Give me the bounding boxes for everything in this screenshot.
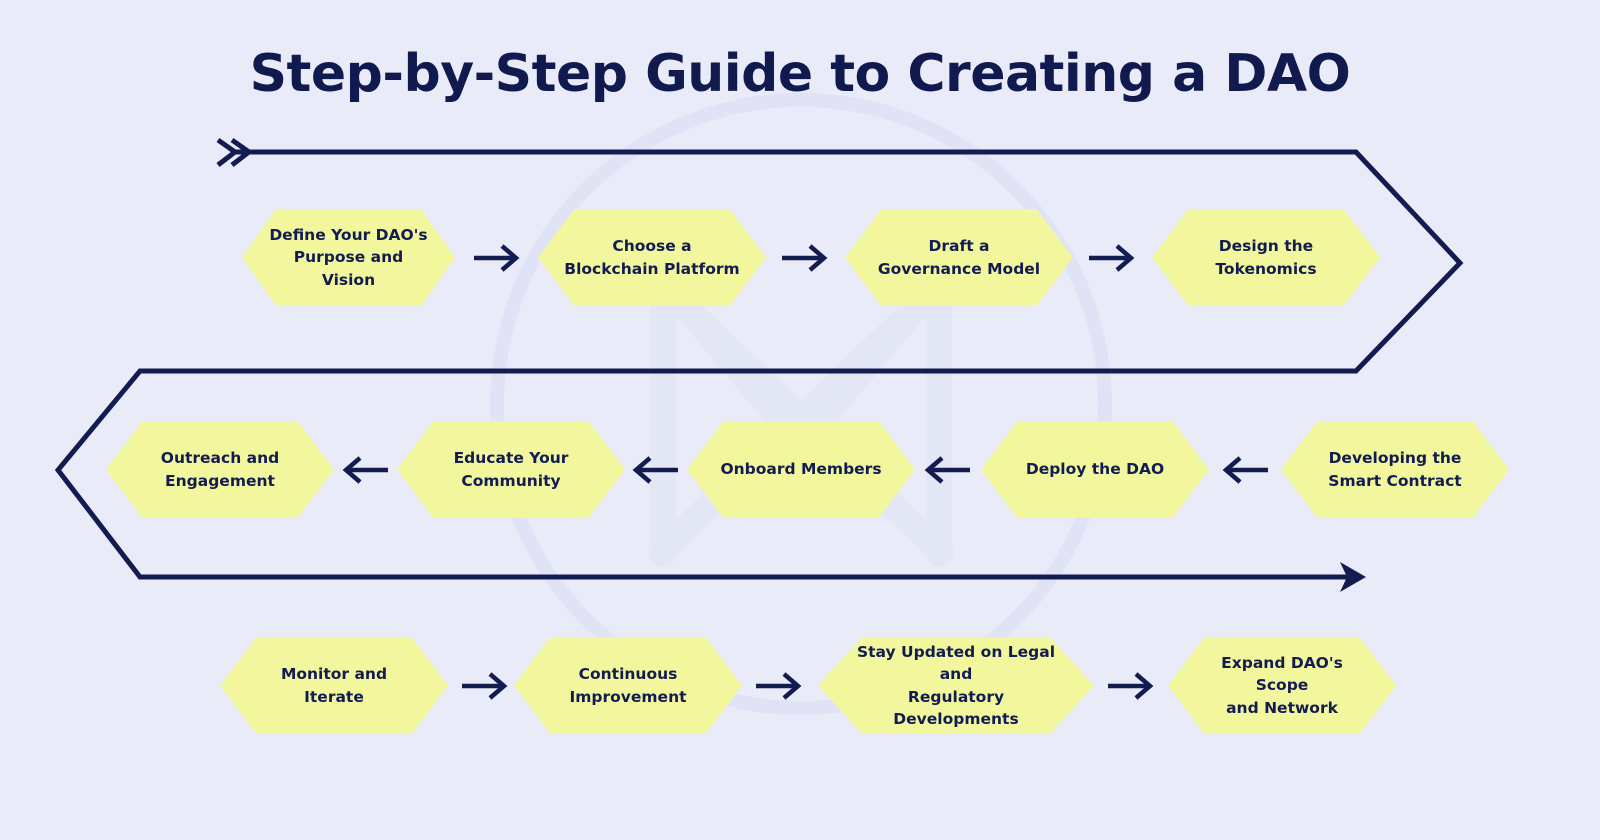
step-3-line-2: Governance Model: [877, 259, 1041, 278]
step-hex-10[interactable]: Monitor and Iterate: [220, 637, 448, 734]
step-12-line-1: Stay Updated on Legal and: [856, 642, 1056, 684]
step-3-line-1: Draft a: [928, 237, 990, 256]
step-hex-7[interactable]: Onboard Members: [687, 421, 915, 518]
step-13-line-1: Expand DAO's Scope: [1221, 653, 1343, 695]
step-hex-4[interactable]: Design the Tokenomics: [1152, 209, 1380, 306]
step-2-line-2: Blockchain Platform: [564, 259, 740, 278]
path-end-arrow-icon: [1340, 562, 1366, 592]
step-hex-12[interactable]: Stay Updated on Legal and Regulatory Dev…: [818, 637, 1094, 734]
arrow-right-icon-4: [462, 672, 508, 700]
step-hex-9[interactable]: Outreach and Engagement: [106, 421, 334, 518]
watermark-logo: [490, 93, 1112, 715]
step-10-line-2: Iterate: [304, 687, 364, 706]
step-5-line-1: Developing the: [1328, 449, 1462, 468]
step-12-line-2: Regulatory Developments: [893, 687, 1019, 728]
step-2-line-1: Choose a: [612, 237, 692, 256]
step-5-line-2: Smart Contract: [1328, 471, 1462, 490]
step-8-line-2: Community: [461, 471, 561, 490]
step-hex-2[interactable]: Choose a Blockchain Platform: [538, 209, 766, 306]
step-4-line-1: Design the: [1218, 237, 1314, 256]
arrow-right-icon-5: [756, 672, 802, 700]
step-7-line-1: Onboard Members: [720, 460, 882, 479]
step-11-line-2: Improvement: [569, 687, 687, 706]
step-9-line-2: Engagement: [165, 471, 275, 490]
step-hex-6[interactable]: Deploy the DAO: [981, 421, 1209, 518]
arrow-left-icon-3: [632, 456, 678, 484]
double-chevron-right-icon: [216, 137, 254, 167]
step-hex-1[interactable]: Define Your DAO's Purpose and Vision: [242, 209, 455, 306]
step-hex-5[interactable]: Developing the Smart Contract: [1281, 421, 1509, 518]
step-1-line-1: Define Your DAO's: [269, 225, 428, 244]
arrow-left-icon-2: [924, 456, 970, 484]
arrow-left-icon-4: [342, 456, 388, 484]
step-9-line-1: Outreach and: [160, 449, 280, 468]
step-10-line-1: Monitor and: [280, 665, 388, 684]
step-6-line-1: Deploy the DAO: [1025, 460, 1165, 479]
step-hex-13[interactable]: Expand DAO's Scope and Network: [1168, 637, 1396, 734]
arrow-left-icon-1: [1222, 456, 1268, 484]
step-8-line-1: Educate Your: [453, 449, 569, 468]
step-11-line-1: Continuous: [578, 665, 678, 684]
arrow-right-icon-1: [474, 244, 520, 272]
step-1-line-2: Purpose and Vision: [293, 248, 404, 289]
step-hex-3[interactable]: Draft a Governance Model: [845, 209, 1073, 306]
arrow-right-icon-3: [1089, 244, 1135, 272]
step-hex-8[interactable]: Educate Your Community: [397, 421, 625, 518]
page-title: Step-by-Step Guide to Creating a DAO: [249, 44, 1351, 104]
step-13-line-2: and Network: [1226, 698, 1338, 717]
step-hex-11[interactable]: Continuous Improvement: [514, 637, 742, 734]
arrow-right-icon-6: [1108, 672, 1154, 700]
arrow-right-icon-2: [782, 244, 828, 272]
step-4-line-2: Tokenomics: [1215, 259, 1317, 278]
